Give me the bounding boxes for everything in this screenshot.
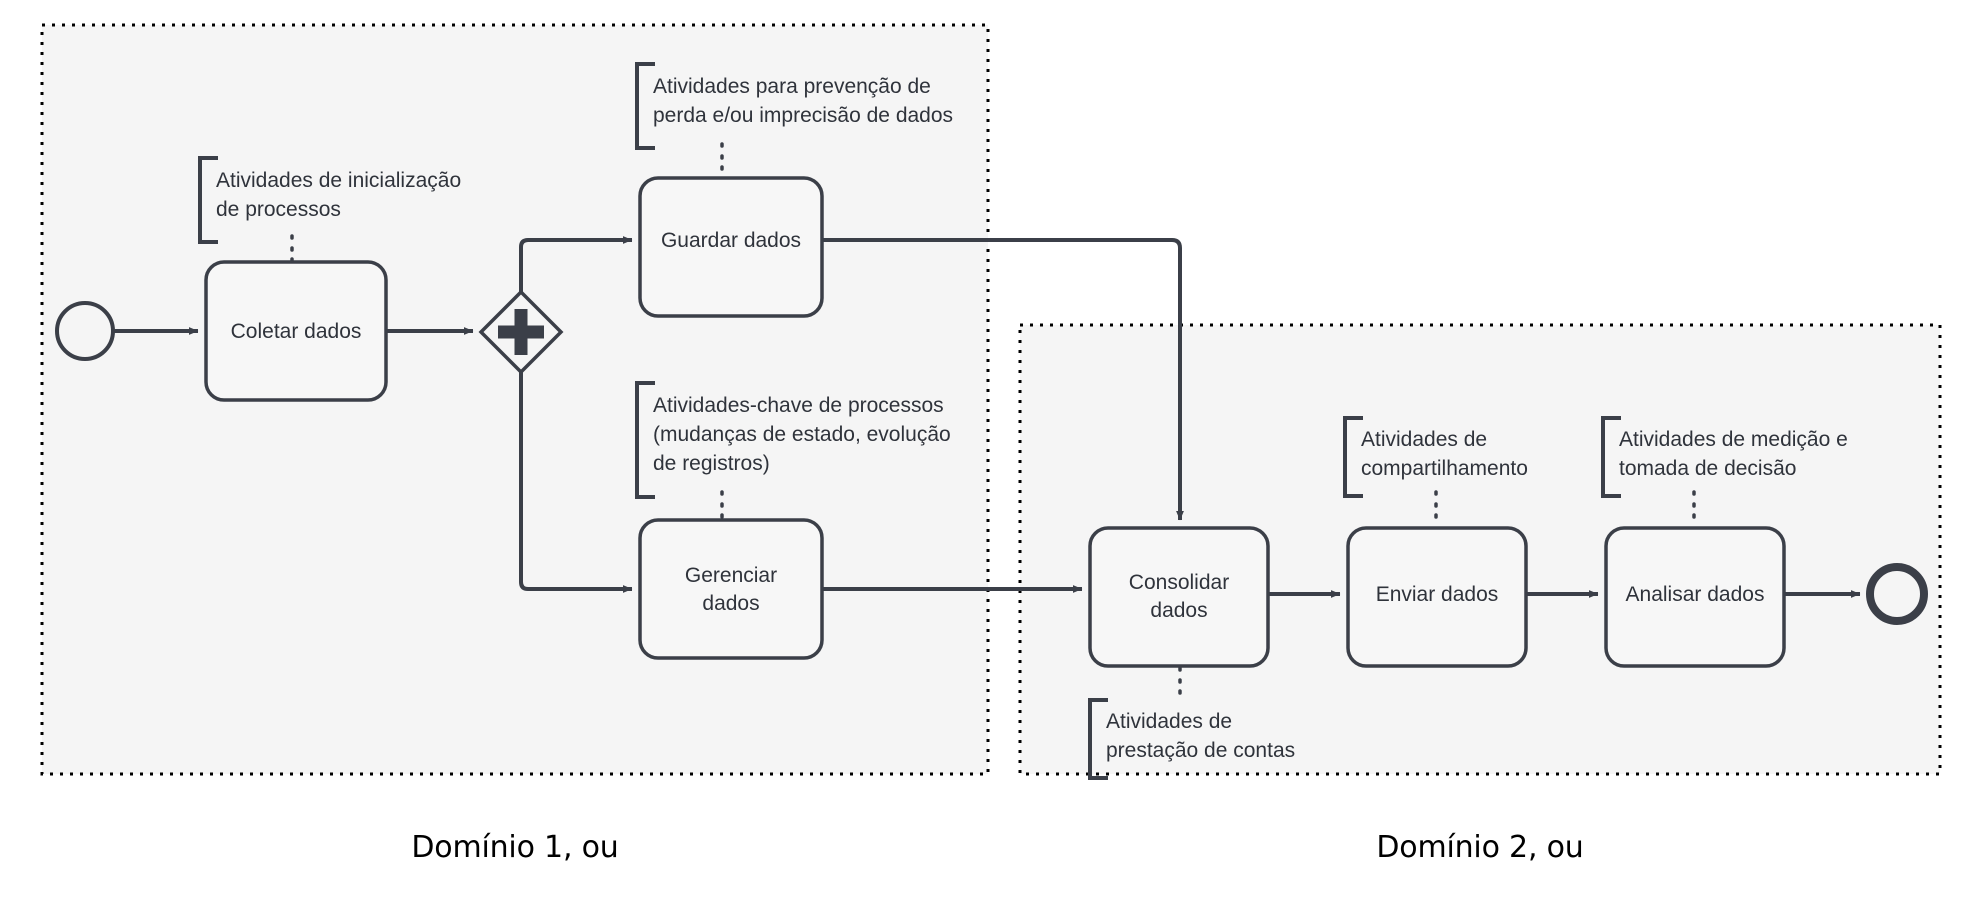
annotation-medicao-decisao: Atividades de medição e tomada de decisã… xyxy=(1601,416,1848,519)
annotation-bracket-icon xyxy=(1088,698,1108,780)
annotation-prestacao-contas: Atividades de prestação de contas xyxy=(1088,666,1295,780)
annotation-chave-line-3: de registros) xyxy=(653,452,770,475)
annotation-medicao-line-1: Atividades de medição e xyxy=(1619,428,1848,451)
task-enviar-dados-box xyxy=(1346,526,1528,668)
domain-2-caption-line-1: Domínio 2, ou xyxy=(1376,829,1584,865)
task-gerenciar-dados-box xyxy=(638,518,824,660)
task-consolidar-dados-box xyxy=(1088,526,1270,668)
annotation-chave-processos: Atividades-chave de processos (mudanças … xyxy=(635,381,951,519)
annotation-prevencao-line-2: perda e/ou imprecisão de dados xyxy=(653,104,953,127)
annotation-chave-line-2: (mudanças de estado, evolução xyxy=(653,423,951,446)
annotation-prestacao-line-1: Atividades de xyxy=(1106,710,1232,733)
domain-1-caption-line-1: Domínio 1, ou xyxy=(411,829,619,865)
task-coletar-dados-label: Coletar dados xyxy=(231,320,362,343)
annotation-prevencao-line-1: Atividades para prevenção de xyxy=(653,75,931,98)
annotation-bracket-icon xyxy=(1343,416,1363,498)
task-coletar-dados-box xyxy=(204,260,388,402)
annotation-chave-line-1: Atividades-chave de processos xyxy=(653,394,944,417)
flow-gateway-to-gerenciar xyxy=(519,372,633,593)
annotation-inicializacao-line-2: de processos xyxy=(216,198,341,221)
annotation-bracket-icon xyxy=(635,62,655,150)
annotation-bracket-icon xyxy=(635,381,655,499)
domain-1-boundary xyxy=(40,23,990,776)
annotation-compartilhamento-line-1: Atividades de xyxy=(1361,428,1487,451)
annotation-prevencao: Atividades para prevenção de perda e/ou … xyxy=(635,62,953,171)
parallel-gateway[interactable] xyxy=(478,289,564,375)
task-enviar-dados[interactable]: Enviar dados xyxy=(1346,526,1528,668)
container-domain-1 xyxy=(40,23,990,776)
task-analisar-dados[interactable]: Analisar dados xyxy=(1604,526,1786,668)
task-guardar-dados-label: Guardar dados xyxy=(661,229,801,252)
flow-guardar-to-consolidar xyxy=(822,238,1184,521)
annotation-compartilhamento-line-2: compartilhamento xyxy=(1361,457,1528,480)
task-analisar-dados-box xyxy=(1604,526,1786,668)
annotation-medicao-line-2: tomada de decisão xyxy=(1619,457,1796,480)
task-guardar-dados[interactable]: Guardar dados xyxy=(638,176,824,318)
domain-2-caption: Domínio 2, ou Problemas da Ponta Final xyxy=(1020,788,1940,908)
task-analisar-dados-label: Analisar dados xyxy=(1626,583,1765,606)
annotation-bracket-icon xyxy=(1601,416,1621,498)
task-enviar-dados-label: Enviar dados xyxy=(1376,583,1499,606)
annotation-inicializacao: Atividades de inicialização de processos xyxy=(198,156,461,263)
annotation-bracket-icon xyxy=(198,156,218,244)
parallel-plus-icon xyxy=(498,309,544,355)
start-event-icon[interactable] xyxy=(55,301,115,361)
flow-gateway-to-guardar xyxy=(519,236,633,292)
annotation-compartilhamento: Atividades de compartilhamento xyxy=(1343,416,1528,519)
annotation-inicializacao-line-1: Atividades de inicialização xyxy=(216,169,461,192)
end-event-icon[interactable] xyxy=(1866,563,1928,625)
task-guardar-dados-box xyxy=(638,176,824,318)
task-coletar-dados[interactable]: Coletar dados xyxy=(204,260,388,402)
annotation-prestacao-line-2: prestação de contas xyxy=(1106,739,1295,762)
domain-1-caption: Domínio 1, ou Problemas da Ponta Inicial xyxy=(42,788,988,908)
